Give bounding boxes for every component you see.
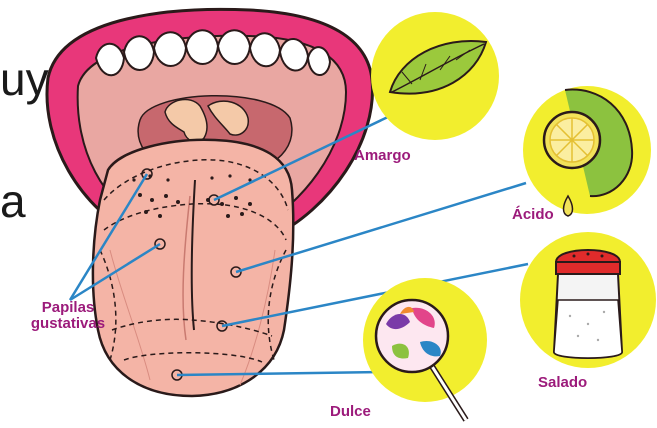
label-papilas-line1: Papilas — [42, 299, 95, 316]
dulce-circle — [363, 278, 487, 420]
label-acido: Ácido — [512, 207, 554, 223]
label-salado: Salado — [538, 375, 587, 391]
label-papilas-line2: gustativas — [31, 315, 105, 332]
amargo-circle — [371, 12, 499, 140]
label-papilas: Papilas gustativas — [30, 300, 106, 332]
salt-shaker-icon — [554, 250, 622, 358]
label-amargo: Amargo — [354, 148, 411, 164]
acido-circle — [523, 86, 651, 216]
salado-circle — [520, 232, 656, 368]
label-dulce: Dulce — [330, 404, 371, 420]
